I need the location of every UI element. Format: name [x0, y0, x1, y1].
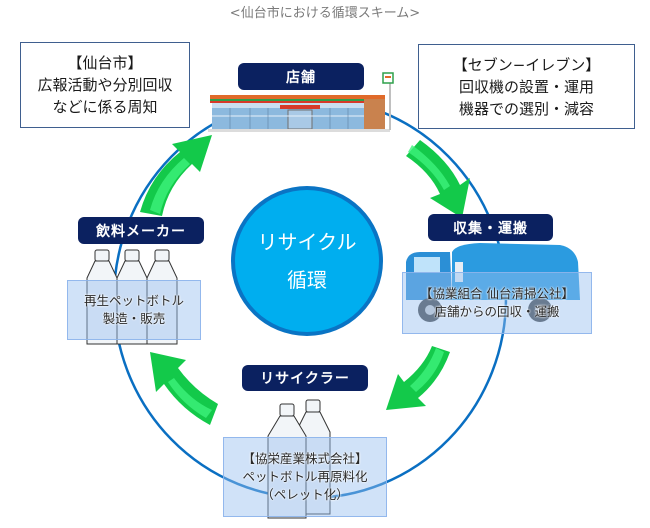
city-info-box: 【仙台市】 広報活動や分別回収 などに係る周知: [20, 42, 190, 128]
seven-info-line: 【セブン−イレブン】: [452, 55, 601, 74]
seven-info-line: 機器での選別・減容: [458, 99, 594, 118]
arrow-collection-to-recycler: [386, 346, 450, 410]
arrow-maker-to-store: [140, 135, 212, 216]
collection-description: 【協業組合 仙台清掃公社】 店舗からの回収・運搬: [402, 272, 592, 334]
center-circle-line: リサイクル: [257, 230, 357, 254]
recycler-description: 【協栄産業株式会社】 ペットボトル再原料化 （ペレット化）: [223, 437, 387, 517]
maker-description: 再生ペットボトル 製造・販売: [67, 280, 201, 340]
recycler-desc-line: ペットボトル再原料化: [242, 469, 368, 484]
stage-label-store: 店舗: [238, 63, 364, 90]
city-info-line: 【仙台市】: [67, 54, 143, 72]
maker-desc-line: 製造・販売: [102, 311, 166, 326]
arrow-store-to-collection: [406, 140, 470, 218]
stage-label-recycler: リサイクラー: [242, 365, 368, 391]
diagram-title: <仙台市における循環スキーム>: [229, 6, 421, 21]
collection-desc-line: 店舗からの回収・運搬: [434, 304, 560, 319]
center-circle-line: 循環: [287, 268, 327, 292]
seven-eleven-info-box: 【セブン−イレブン】 回収機の設置・運用 機器での選別・減容: [418, 44, 635, 129]
city-info-line: などに係る周知: [52, 98, 158, 116]
collection-desc-line: 【協業組合 仙台清掃公社】: [420, 286, 574, 301]
stage-label-collection: 収集・運搬: [428, 214, 553, 241]
recycle-cycle-circle: リサイクル 循環: [231, 186, 383, 336]
recycler-desc-line: 【協栄産業株式会社】: [242, 451, 368, 466]
city-info-line: 広報活動や分別回収: [37, 76, 173, 94]
recycler-desc-line: （ペレット化）: [261, 487, 349, 502]
maker-desc-line: 再生ペットボトル: [83, 293, 184, 308]
stage-label-maker: 飲料メーカー: [78, 217, 204, 244]
arrow-recycler-to-maker: [150, 352, 218, 425]
seven-info-line: 回収機の設置・運用: [458, 77, 594, 96]
